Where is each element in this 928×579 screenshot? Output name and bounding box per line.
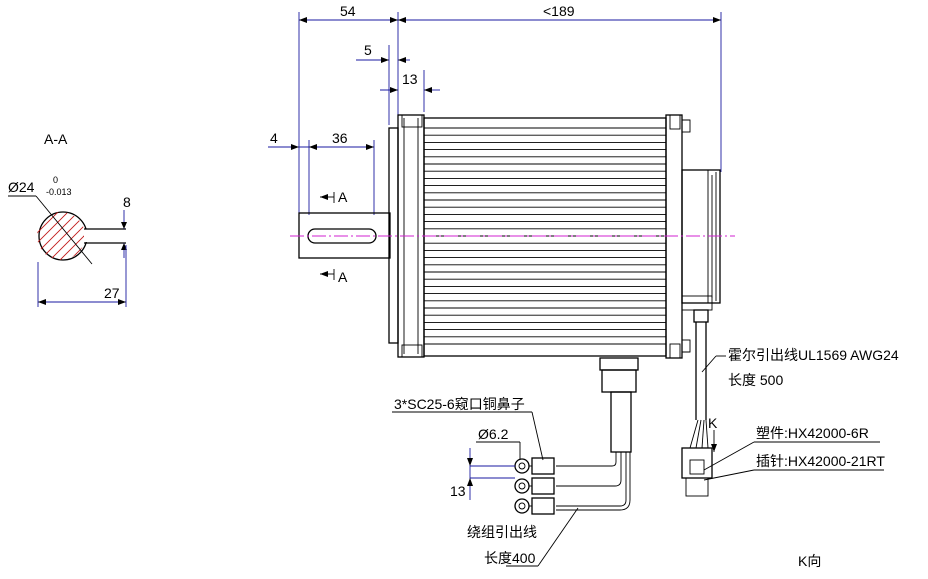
section-mark-bottom: A bbox=[338, 269, 348, 285]
lug-1 bbox=[531, 457, 555, 475]
hall-gland bbox=[693, 309, 709, 323]
lug-1-ring bbox=[514, 458, 530, 474]
dim-5: 5 bbox=[364, 42, 372, 58]
section-view-a-a: A-A Ø24 0 -0.013 bbox=[8, 131, 131, 307]
dim-13: 13 bbox=[402, 71, 418, 87]
cable-gland-cap bbox=[599, 357, 639, 371]
lug-2 bbox=[531, 477, 555, 495]
hall-connector bbox=[681, 447, 713, 479]
k-view-arrow-label: K bbox=[708, 415, 718, 431]
pin-part-note: 插针:HX42000-21RT bbox=[756, 453, 885, 469]
rear-end-cap bbox=[665, 114, 683, 359]
dim-36: 36 bbox=[332, 130, 348, 146]
cable-gland bbox=[601, 369, 637, 393]
shaft-outline bbox=[298, 212, 391, 259]
housing-part-note: 塑件:HX42000-6R bbox=[756, 425, 869, 441]
dim-4: 4 bbox=[270, 130, 278, 146]
hall-leads: K 霍尔引出线UL1569 AWG24 长度 500 塑件:HX42000-6R… bbox=[681, 309, 899, 497]
section-title: A-A bbox=[44, 131, 68, 147]
lug-3-ring bbox=[514, 498, 530, 514]
lug-pitch-label: 13 bbox=[450, 483, 466, 499]
winding-lead-note-2: 长度400 bbox=[484, 550, 536, 566]
key-width-label: 8 bbox=[123, 194, 131, 210]
hall-lead-note-2: 长度 500 bbox=[728, 372, 783, 388]
diameter-label: Ø24 bbox=[8, 179, 35, 195]
keyway-cutout bbox=[84, 229, 93, 242]
finned-housing bbox=[423, 117, 667, 357]
cooling-fins bbox=[424, 127, 666, 345]
section-mark-top: A bbox=[338, 189, 348, 205]
section-hatching bbox=[37, 212, 84, 260]
dim-189: <189 bbox=[543, 3, 575, 19]
lug-hole-label: Ø6.2 bbox=[478, 426, 509, 442]
motor-body bbox=[388, 114, 721, 359]
lug-3 bbox=[531, 497, 555, 515]
top-dimensions: 54 <189 5 13 4 36 bbox=[268, 3, 722, 215]
lug-2-ring bbox=[514, 478, 530, 494]
dim-54: 54 bbox=[340, 3, 356, 19]
diameter-leader bbox=[35, 195, 93, 265]
rear-cover bbox=[681, 169, 721, 304]
winding-lead-note-1: 绕组引出线 bbox=[467, 524, 537, 540]
depth-label: 27 bbox=[104, 285, 120, 301]
hall-lead-note-1: 霍尔引出线UL1569 AWG24 bbox=[728, 347, 899, 363]
shaft-section-circle bbox=[38, 211, 88, 261]
winding-leads: 3*SC25-6窥口铜鼻子 Ø6.2 13 绕组引出线 长度400 bbox=[392, 357, 639, 567]
tolerance-upper: 0 bbox=[53, 175, 58, 185]
tolerance-lower: -0.013 bbox=[46, 187, 72, 197]
k-view-label: K向 bbox=[798, 553, 821, 569]
motor-shaft: A A bbox=[298, 189, 391, 285]
winding-cable-sheath bbox=[610, 391, 632, 453]
lug-note: 3*SC25-6窥口铜鼻子 bbox=[394, 396, 525, 412]
